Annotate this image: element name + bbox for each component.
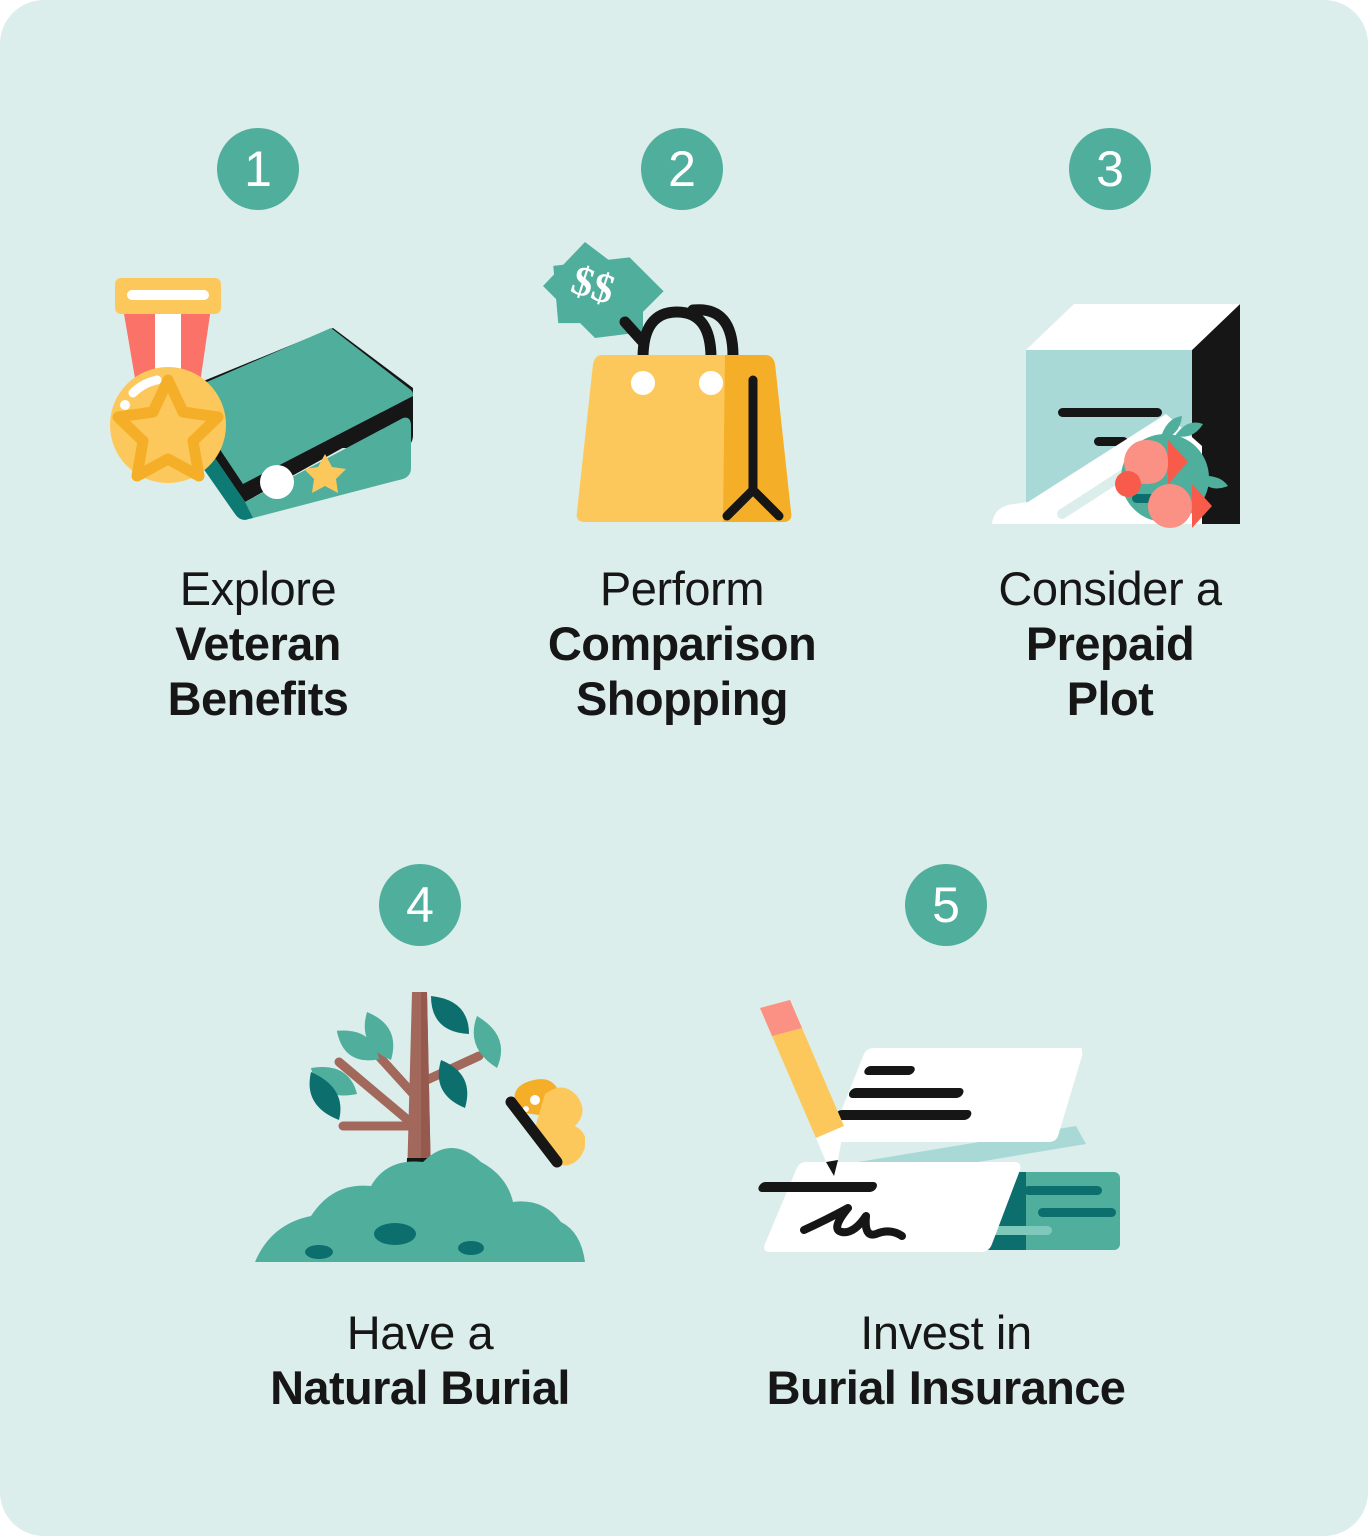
step-5: 5: [688, 864, 1204, 1416]
flower-blossom: [1148, 484, 1212, 528]
step-number-badge-4: 4: [379, 864, 461, 946]
pencil-icon: [760, 1000, 844, 1176]
step-lead-5: Invest in: [860, 1306, 1032, 1359]
step-caption-2: Perform Comparison Shopping: [547, 562, 817, 727]
step-caption-3: Consider a Prepaid Plot: [998, 562, 1222, 727]
step-strong-2a: Comparison: [547, 616, 817, 670]
step-4: 4: [162, 864, 678, 1416]
step-caption-5: Invest in Burial Insurance: [767, 1306, 1126, 1416]
step-3: 3: [852, 128, 1368, 727]
flower-blossom: [1124, 440, 1188, 484]
headstone-flowers-icon: [970, 240, 1250, 540]
shopping-bag-price-tag-icon: $$: [537, 240, 827, 540]
step-lead-2: Perform: [599, 562, 765, 615]
butterfly-icon: [505, 1079, 585, 1168]
sapling-tree-butterfly-icon: [255, 976, 585, 1276]
step-number-badge-1: 1: [217, 128, 299, 210]
step-number-badge-3: 3: [1069, 128, 1151, 210]
step-lead-1: Explore: [179, 562, 337, 615]
step-lead-4: Have a: [346, 1306, 494, 1359]
step-strong-1a: Veteran: [175, 616, 341, 670]
pencil-signed-document-icon: [746, 976, 1146, 1276]
military-cap-medal-icon: [93, 240, 423, 540]
step-strong-4a: Natural Burial: [270, 1360, 570, 1414]
step-lead-3: Consider a: [998, 562, 1222, 615]
step-strong-3b: Plot: [1066, 671, 1154, 725]
step-caption-4: Have a Natural Burial: [270, 1306, 570, 1416]
step-2: 2 $$: [424, 128, 940, 727]
step-strong-1b: Benefits: [167, 671, 349, 725]
step-number-badge-5: 5: [905, 864, 987, 946]
step-strong-2b: Shopping: [576, 671, 788, 725]
step-strong-5a: Burial Insurance: [766, 1360, 1126, 1414]
step-1: 1: [0, 128, 516, 727]
step-number-badge-2: 2: [641, 128, 723, 210]
step-caption-1: Explore Veteran Benefits: [168, 562, 349, 727]
step-strong-3a: Prepaid: [1025, 616, 1195, 670]
